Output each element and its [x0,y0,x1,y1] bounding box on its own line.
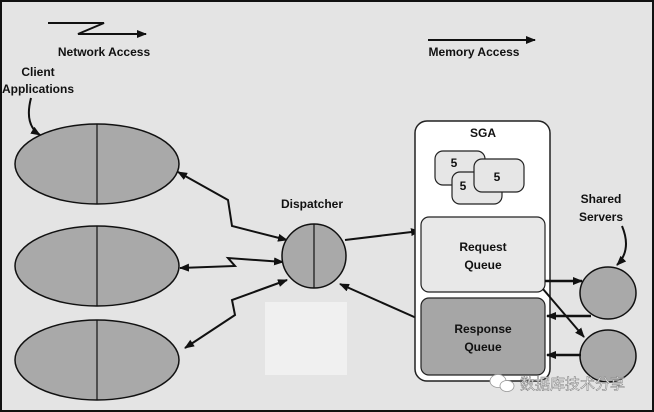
client-pointer-arrow [27,97,41,136]
dispatcher-to-request-arrow [344,228,421,241]
client-label-line2: Applications [2,82,74,96]
client-application-2 [14,225,180,307]
response-queue-label-1: Response [454,322,512,336]
memory-access-label: Memory Access [429,45,520,59]
stack-label-1: 5 [451,156,458,170]
dispatcher [281,223,347,289]
wechat-icon [489,374,515,392]
stack-label-2: 5 [460,179,467,193]
request-queue-label-1: Request [459,240,506,254]
response-queue-label-2: Queue [464,340,502,354]
network-link-client1 [177,171,288,242]
request-queue-label-2: Queue [464,258,502,272]
client-application-1 [14,123,180,205]
faded-overlay [265,302,347,375]
request-to-server2-arrow [542,288,585,338]
sga-title: SGA [470,126,496,140]
network-access-symbol [48,22,147,38]
shared-server-1 [579,266,637,320]
client-application-3 [14,319,180,401]
stack-box-3 [473,158,525,193]
network-link-client3 [184,279,288,349]
shared-servers-label-2: Servers [579,210,623,224]
response-queue [420,297,546,376]
shared-servers-pointer-arrow [616,225,627,266]
response-to-dispatcher-arrow [339,283,422,321]
shared-server-2 [579,329,637,383]
client-label-line1: Client [21,65,54,79]
request-queue [420,216,546,293]
network-access-label: Network Access [58,45,151,59]
watermark-text: 数据库技术分享 [520,376,625,393]
watermark: 数据库技术分享 [489,374,625,393]
network-link-client2 [179,256,284,272]
sga-stack: 5 5 5 [434,150,525,205]
stack-label-3: 5 [494,170,501,184]
shared-servers-label-1: Shared [581,192,622,206]
dispatcher-label: Dispatcher [281,197,343,211]
